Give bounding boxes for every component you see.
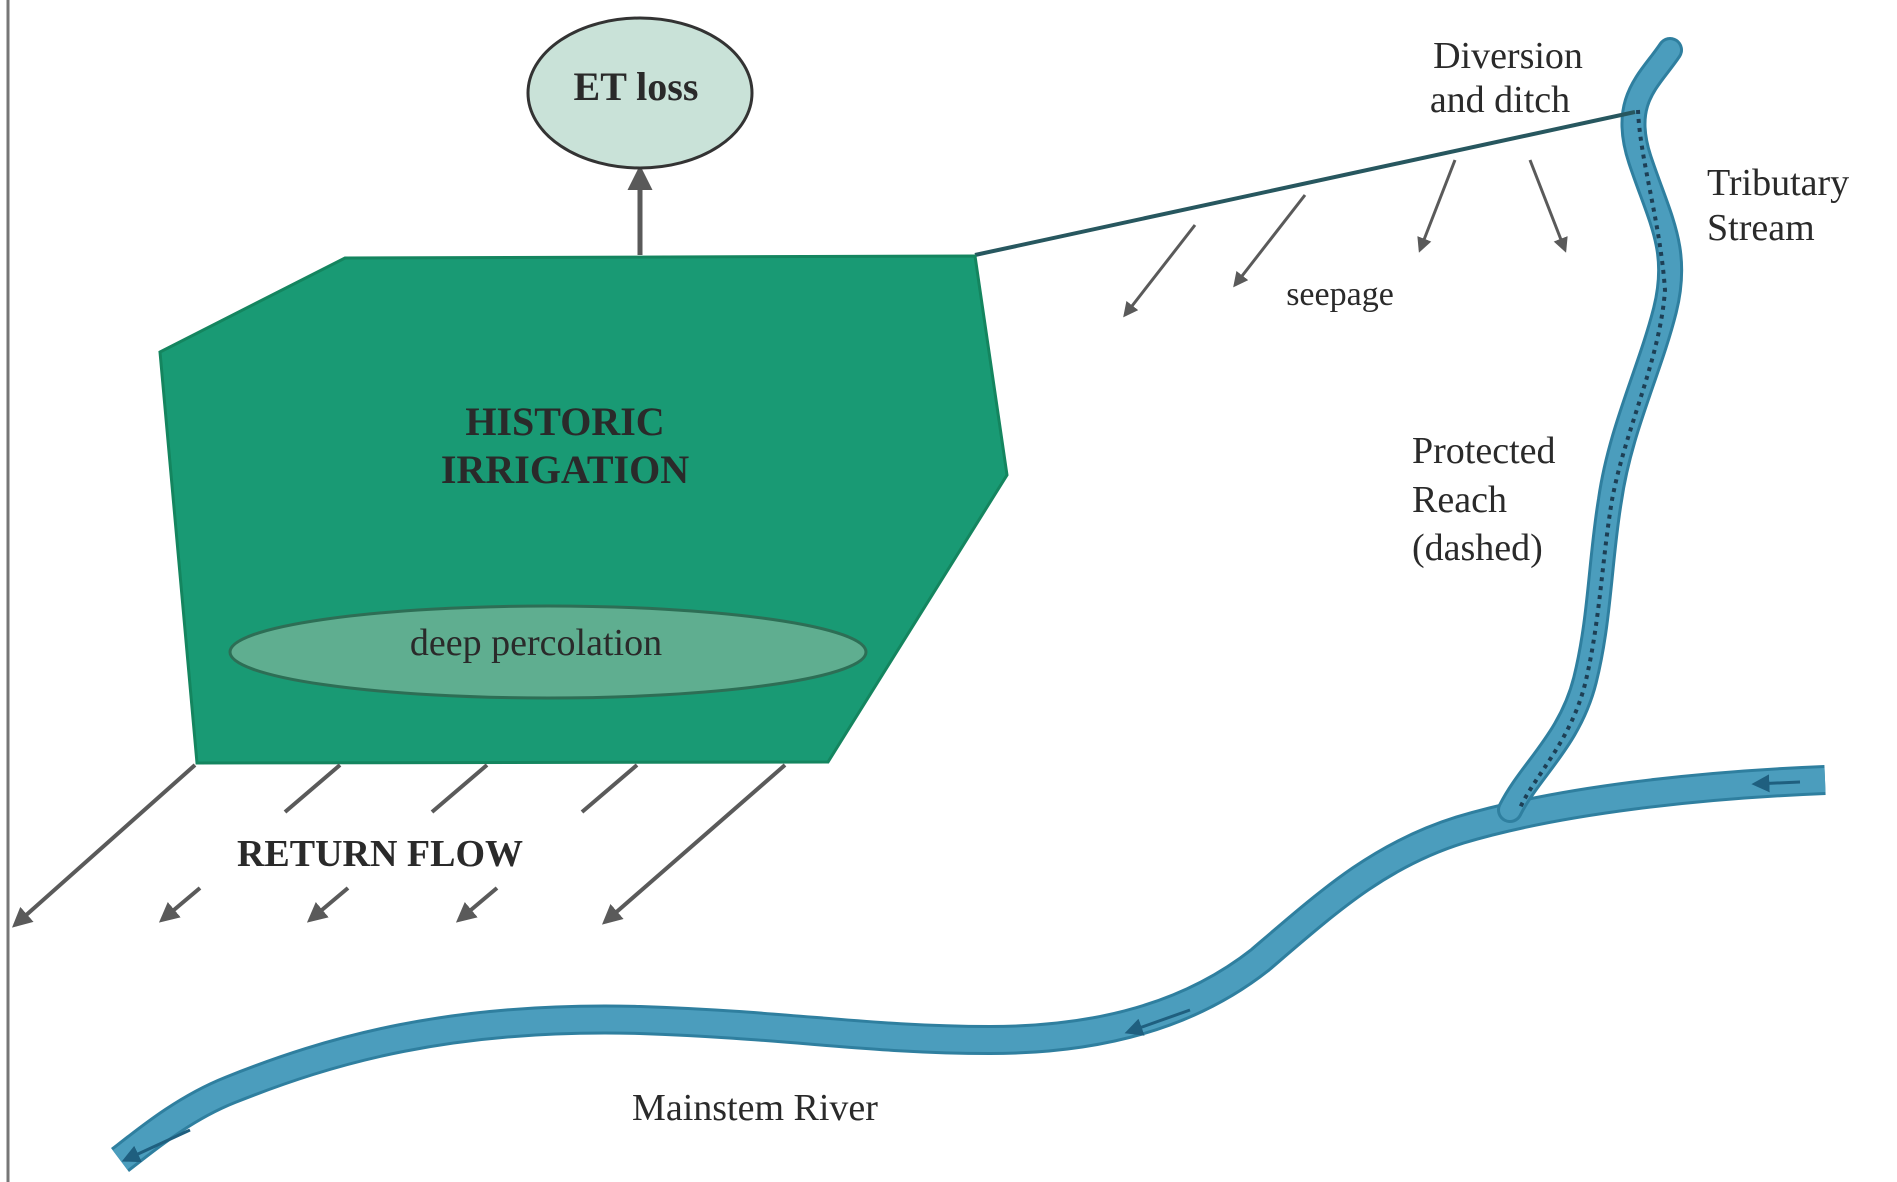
protected-reach-dashed (1518, 109, 1668, 809)
return-flow-arrow-5 (601, 763, 787, 925)
deep-percolation-ellipse (228, 604, 868, 700)
protected-reach-label-line1: Protected (1412, 430, 1556, 472)
mainstem-flow-arrow-2 (1124, 1008, 1191, 1036)
mainstem-river-label: Mainstem River (632, 1087, 878, 1129)
return-flow-label: RETURN FLOW (237, 833, 523, 875)
return-flow-arrow-4-head (455, 886, 499, 923)
diversion-label-line2: and ditch (1430, 79, 1570, 121)
deep-percolation-label: deep percolation (410, 622, 662, 664)
seepage-arrow-3 (1417, 159, 1457, 253)
et-loss-label: ET loss (574, 64, 699, 109)
seepage-arrow-1 (1123, 224, 1197, 318)
return-flow-arrow-2-head (158, 886, 202, 923)
tributary-label-line2: Stream (1707, 207, 1815, 249)
protected-reach-label-line2: Reach (1412, 479, 1507, 521)
tributary-label-line1: Tributary (1707, 162, 1849, 204)
return-flow-arrow-2 (283, 763, 342, 814)
return-flow-arrow-3-head (306, 886, 350, 923)
mainstem-flow-arrow-3 (121, 1128, 191, 1163)
historic-irrigation-label-line2: IRRIGATION (441, 447, 689, 492)
mainstem-flow-arrow-1 (1751, 774, 1801, 793)
return-flow-arrow-3 (430, 763, 489, 814)
seepage-label: seepage (1286, 276, 1394, 313)
return-flow-arrow-1 (12, 763, 197, 928)
et-loss-ellipse (526, 16, 754, 170)
historic-irrigation-label-line1: HISTORIC (465, 399, 664, 444)
mainstem-river-body (112, 768, 1826, 1170)
return-flow-arrow-4 (580, 763, 639, 814)
diversion-ditch (974, 110, 1636, 257)
protected-reach-label-line3: (dashed) (1412, 527, 1543, 569)
seepage-arrow-2 (1233, 194, 1307, 288)
diversion-label-line1: Diversion (1433, 35, 1583, 77)
seepage-arrow-4 (1528, 159, 1568, 253)
